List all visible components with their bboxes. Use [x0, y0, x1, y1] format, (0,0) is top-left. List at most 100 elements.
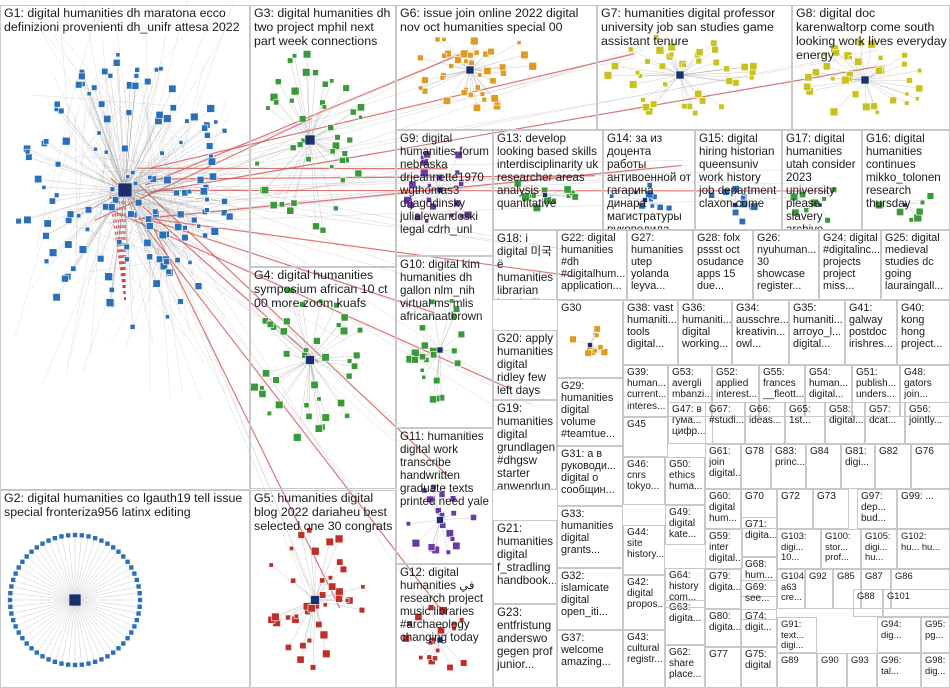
- group-label-g103: G103: digi... 10...: [781, 531, 818, 563]
- group-box-g67: G67: #studi...: [705, 402, 745, 444]
- group-box-g92: G92: [805, 569, 833, 609]
- group-label-g23: G23: entfristung anderswo gegen prof jun…: [497, 606, 554, 671]
- group-label-g26: G26: nyuhuman... 30 showcase register...: [757, 232, 816, 292]
- group-box-g50: G50: ethics huma...: [665, 457, 705, 505]
- group-box-g72: G72: [777, 489, 813, 529]
- group-label-g34: G34: ausschre... kreativin... owl...: [736, 302, 786, 350]
- group-box-g105: G105: digi... hu...: [861, 529, 897, 569]
- group-box-g79: G79: digita...: [705, 569, 741, 609]
- group-label-g18: G18: i digital 미국 ë humanities librarian…: [497, 232, 554, 300]
- group-label-g83: G83: princ...: [775, 446, 803, 468]
- group-label-g102: G102: hu... hu...: [901, 531, 947, 552]
- group-label-g41: G41: galway postdoc irishres...: [849, 302, 894, 350]
- group-box-g3: G3: digital humanities dh two project mp…: [250, 5, 396, 267]
- group-box-g76: G76: [911, 444, 950, 489]
- group-label-g89: G89: [781, 655, 814, 666]
- group-label-g35: G35: humaniti... arroyo_l... digital...: [793, 302, 842, 350]
- group-label-g87: G87: [865, 571, 888, 582]
- group-box-g88: G88: [853, 589, 883, 617]
- group-box-g42: G42: digital propos...: [623, 575, 665, 630]
- group-box-g96: G96: tal...: [877, 653, 921, 688]
- group-label-g3: G3: digital humanities dh two project mp…: [254, 7, 393, 49]
- group-box-g29: G29: humanities digital volume #teamtue.…: [557, 378, 623, 446]
- group-label-g69: G69: see...: [745, 582, 774, 604]
- group-label-g62: G62: share place...: [669, 647, 702, 681]
- group-box-g16: G16: digital humanities continues mikko_…: [862, 130, 950, 230]
- group-label-g57: G57: dcat...: [869, 404, 902, 426]
- group-box-g74: G74: digit...: [741, 609, 777, 647]
- group-label-g55: G55: frances __fleott...: [763, 367, 802, 401]
- group-box-g75: G75: digital: [741, 647, 777, 688]
- group-box-g35: G35: humaniti... arroyo_l... digital...: [789, 300, 845, 365]
- group-label-g92: G92: [809, 571, 830, 582]
- group-label-g86: G86: [895, 571, 947, 582]
- group-box-g28: G28: folx pssst oct osudance apps 15 due…: [693, 230, 753, 300]
- group-label-g81: G81: digi...: [845, 446, 872, 468]
- group-box-g7: G7: humanities digital professor univers…: [597, 5, 792, 130]
- group-box-g43: G43: cultural registr...: [623, 630, 665, 688]
- group-box-g77: G77: [705, 647, 741, 688]
- group-label-g70: G70: [745, 491, 774, 502]
- group-label-g65: G65: 1st...: [789, 404, 822, 426]
- group-box-g56: G56: jointly...: [905, 402, 950, 444]
- group-box-g60: G60: digital hum...: [705, 489, 741, 529]
- group-label-g60: G60: digital hum...: [709, 491, 738, 525]
- group-label-g96: G96: tal...: [881, 655, 918, 676]
- group-label-g54: G54: human... digital...: [809, 367, 849, 401]
- group-box-g95: G95: pg...: [921, 617, 950, 653]
- group-box-g39: G39: human... current... interes...: [623, 365, 668, 417]
- group-label-g27: G27: humanities utep yolanda leyva...: [631, 232, 690, 292]
- group-label-g80: G80: digita...: [709, 611, 738, 633]
- group-label-g29: G29: humanities digital volume #teamtue.…: [561, 380, 620, 440]
- group-box-g40: G40: kong hong project...: [897, 300, 950, 365]
- group-label-g21: G21: humanities digital f_stradling hand…: [497, 522, 554, 587]
- group-box-g97: G97: dep... bud...: [857, 489, 897, 529]
- group-box-g94: G94: dig...: [877, 617, 921, 653]
- group-box-g49: G49: digital kate...: [665, 505, 705, 545]
- group-label-g95: G95: pg...: [925, 619, 947, 640]
- group-label-g56: G56: jointly...: [909, 404, 947, 426]
- group-box-g81: G81: digi...: [841, 444, 875, 489]
- group-box-g37: G37: welcome amazing...: [557, 630, 623, 688]
- group-box-g13: G13: develop looking based skills interd…: [493, 130, 603, 230]
- group-label-g49: G49: digital kate...: [669, 507, 702, 541]
- group-label-g78: G78: [745, 446, 768, 457]
- group-label-g38: G38: vast humaniti... tools digital...: [627, 302, 675, 350]
- group-box-g9: G9: digital humanities forum nebraska dr…: [396, 130, 493, 256]
- group-box-g101: G101: [883, 589, 950, 617]
- group-label-g25: G25: digital medieval studies dc going l…: [885, 232, 947, 292]
- group-box-g104: G104: a63 cre...: [777, 569, 805, 609]
- group-box-g45: G45: [623, 417, 668, 457]
- group-box-g98: G98: dig...: [921, 653, 950, 688]
- group-box-g89: G89: [777, 653, 817, 688]
- group-box-g83: G83: princ...: [771, 444, 806, 489]
- group-label-g19: G19: humanities digital grundlagen #dhgs…: [497, 402, 554, 490]
- group-label-g11: G11: humanities digital work transcribe …: [400, 430, 490, 508]
- group-label-g8: G8: digital doc karenwaltorp come south …: [796, 7, 947, 63]
- group-box-g80: G80: digita...: [705, 609, 741, 647]
- group-box-g46: G46: cnrs tokyo...: [623, 457, 665, 505]
- group-box-g102: G102: hu... hu...: [897, 529, 950, 569]
- group-box-g78: G78: [741, 444, 771, 489]
- group-label-g90: G90: [821, 655, 844, 666]
- group-box-g33: G33: humanities digital grants...: [557, 506, 623, 568]
- group-box-g84: G84: [806, 444, 841, 489]
- group-box-g93: G93: [847, 653, 877, 688]
- group-box-g36: G36: humaniti... digital working...: [678, 300, 732, 365]
- group-label-g51: G51: publish... unders...: [856, 367, 897, 401]
- group-label-g74: G74: digit...: [745, 611, 774, 633]
- group-label-g36: G36: humaniti... digital working...: [682, 302, 729, 350]
- group-label-g64: G64: history com...: [669, 570, 702, 604]
- group-label-g93: G93: [851, 655, 874, 666]
- group-label-g39: G39: human... current... interes...: [627, 367, 665, 412]
- group-box-g64: G64: history com...: [665, 568, 705, 608]
- group-label-g32: G32: islamicate digital open_iti...: [561, 570, 620, 618]
- group-box-g6: G6: issue join online 2022 digital nov o…: [396, 5, 597, 130]
- group-box-g5: G5: humanities digital blog 2022 dariahe…: [250, 490, 396, 688]
- group-box-g57: G57: dcat...: [865, 402, 905, 444]
- group-label-g101: G101: [887, 591, 947, 602]
- group-label-g53: G53: avergli mbanzi...: [672, 367, 709, 401]
- group-label-g52: G52: applied interest...: [716, 367, 756, 401]
- group-box-g17: G17: digital humanities utah consider 20…: [782, 130, 862, 230]
- group-label-g72: G72: [781, 491, 810, 502]
